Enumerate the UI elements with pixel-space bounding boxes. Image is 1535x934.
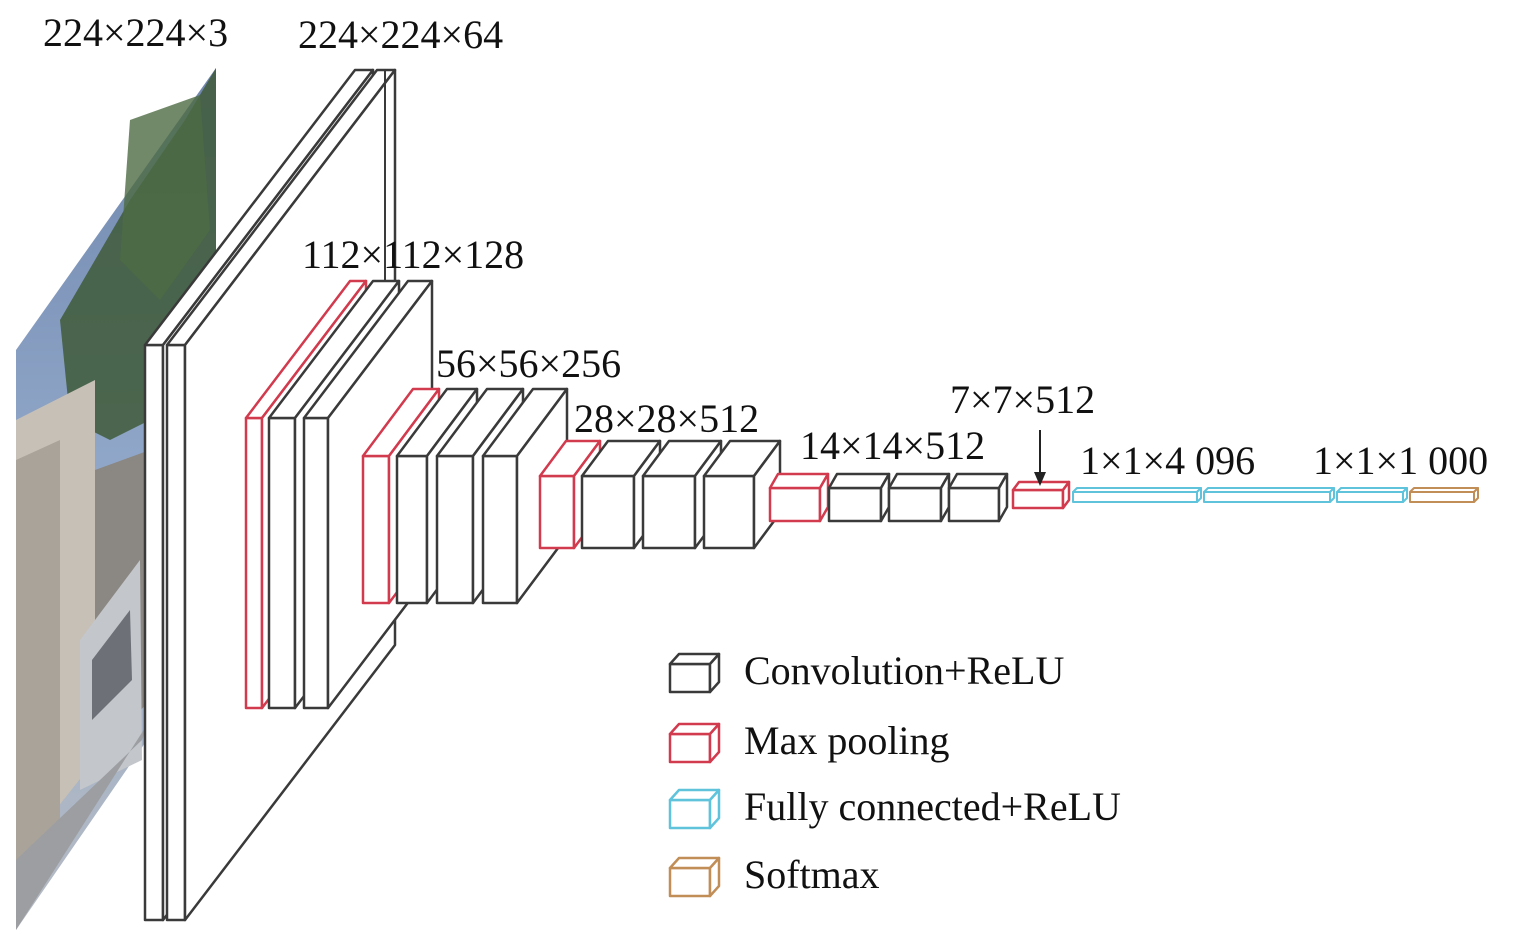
- legend-item-pool: Max pooling: [668, 718, 950, 764]
- dim-label-conv4: 28×28×512: [574, 396, 759, 441]
- dim-label-input: 224×224×3: [43, 10, 228, 55]
- legend-label-softmax: Softmax: [744, 852, 880, 897]
- dim-label-conv2: 112×112×128: [302, 232, 524, 277]
- cube-icon-softmax: [668, 856, 721, 898]
- dim-label-conv5: 14×14×512: [800, 423, 985, 468]
- fc6-block: [1072, 487, 1202, 503]
- dim-label-conv1: 224×224×64: [298, 12, 503, 57]
- legend-label-pool: Max pooling: [744, 718, 950, 763]
- pool5-block: [1011, 480, 1071, 510]
- cube-shape: [668, 788, 721, 830]
- fc7-block: [1203, 487, 1335, 503]
- pointer-arrow: [1034, 430, 1046, 486]
- softmax-block: [1409, 487, 1479, 503]
- conv5-3-block: [947, 472, 1009, 523]
- pool4-block: [768, 472, 830, 523]
- cube-icon-conv: [668, 652, 721, 694]
- legend-item-conv: Convolution+ReLU: [668, 648, 1064, 694]
- dim-label-pool5: 7×7×512: [950, 377, 1095, 422]
- cube-shape: [668, 722, 721, 764]
- conv5-1-block: [827, 472, 891, 523]
- dim-label-fc: 1×1×4 096: [1080, 438, 1255, 483]
- legend-item-fc: Fully connected+ReLU: [668, 784, 1121, 830]
- cube-shape: [668, 856, 721, 898]
- legend-item-softmax: Softmax: [668, 852, 880, 898]
- legend-label-fc: Fully connected+ReLU: [744, 784, 1121, 829]
- cube-icon-pool: [668, 722, 721, 764]
- legend-label-conv: Convolution+ReLU: [744, 648, 1064, 693]
- dimension-labels: 224×224×3 224×224×64 112×112×128 56×56×2…: [43, 10, 1488, 483]
- conv5-2-block: [887, 472, 951, 523]
- cube-icon-fc: [668, 788, 721, 830]
- legend: Convolution+ReLU Max pooling Fully conne…: [668, 648, 1121, 898]
- cube-shape: [668, 652, 721, 694]
- fc8-block: [1336, 487, 1408, 503]
- architecture-blocks: [143, 68, 1479, 922]
- input-image: [16, 68, 216, 930]
- dim-label-conv3: 56×56×256: [436, 341, 621, 386]
- dim-label-softmax: 1×1×1 000: [1313, 438, 1488, 483]
